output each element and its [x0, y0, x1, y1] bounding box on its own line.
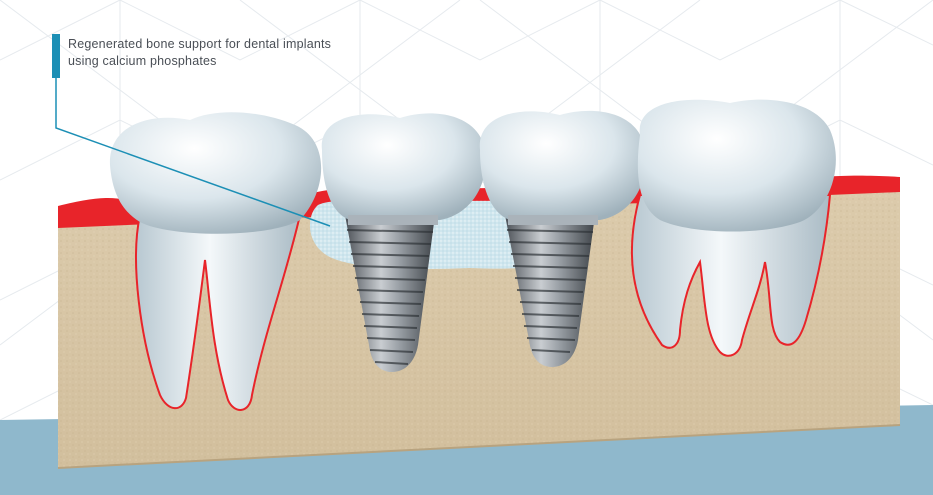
- crown-right: [480, 111, 646, 225]
- caption-line-1: Regenerated bone support for dental impl…: [68, 36, 331, 53]
- crown-left: [322, 113, 486, 225]
- caption-marker-bar: [52, 34, 60, 78]
- caption-text: Regenerated bone support for dental impl…: [68, 36, 331, 70]
- caption-line-2: using calcium phosphates: [68, 53, 331, 70]
- molar-right: [632, 100, 836, 356]
